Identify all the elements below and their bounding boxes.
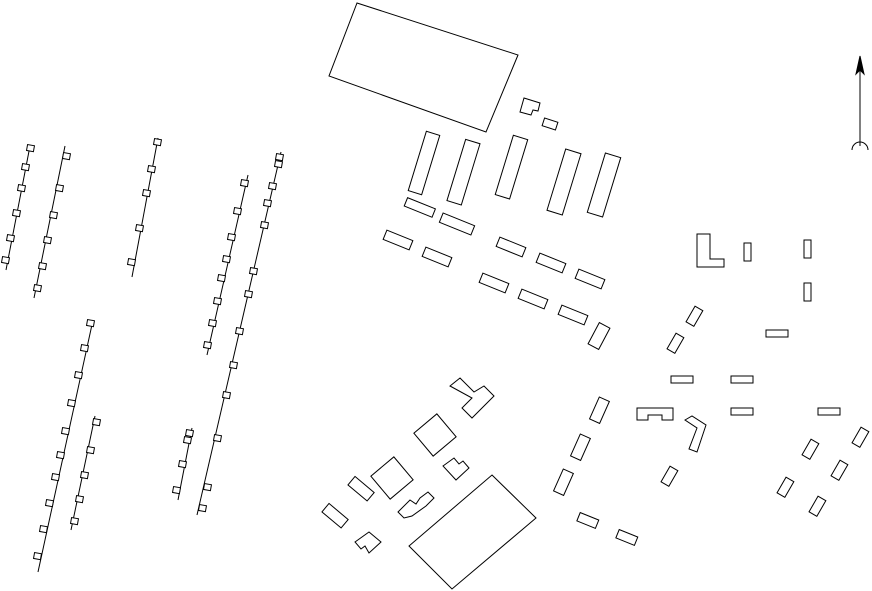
row-house-string-west-1: [0, 143, 36, 271]
small-building-east-7: [730, 407, 754, 416]
small-building-east-2: [803, 239, 812, 259]
square-building-1: [413, 413, 457, 457]
row-house-string-center-2: [196, 151, 285, 516]
slanted-blocks-south-central: [552, 396, 639, 547]
l-shaped-building-north: [519, 97, 541, 116]
notched-building-east: [636, 407, 674, 421]
row-house-string-west-2: [32, 145, 72, 299]
north-arrow-icon: [851, 55, 869, 151]
large-building-south: [408, 474, 537, 590]
large-building-north: [328, 2, 519, 133]
small-building-east-8: [817, 407, 841, 416]
rect-building-south-2: [321, 502, 349, 529]
small-building-east-6: [730, 375, 754, 384]
row-house-string-west-3: [126, 137, 163, 278]
row-house-string-center-1: [202, 174, 250, 356]
slanted-blocks-east: [660, 305, 870, 517]
u-shaped-building-east: [696, 233, 725, 268]
small-building-north: [541, 117, 559, 131]
small-building-east-1: [743, 242, 752, 262]
square-building-2: [370, 456, 414, 500]
row-house-string-center-3: [171, 427, 195, 501]
angled-building-east: [684, 415, 707, 453]
small-building-east-4: [765, 329, 789, 338]
rect-building-south-1: [347, 475, 375, 502]
row-house-string-southwest-1: [32, 318, 96, 573]
notched-building-south-2: [354, 531, 382, 554]
barracks-row-middle: [382, 197, 611, 351]
small-building-east-3: [803, 282, 812, 302]
row-house-string-southwest-2: [69, 415, 102, 531]
notched-building-south: [442, 457, 470, 481]
stepped-building-south: [397, 491, 435, 519]
small-building-east-5: [670, 375, 694, 384]
barracks-row-north: [407, 130, 622, 218]
cross-shaped-building-south: [449, 377, 495, 419]
